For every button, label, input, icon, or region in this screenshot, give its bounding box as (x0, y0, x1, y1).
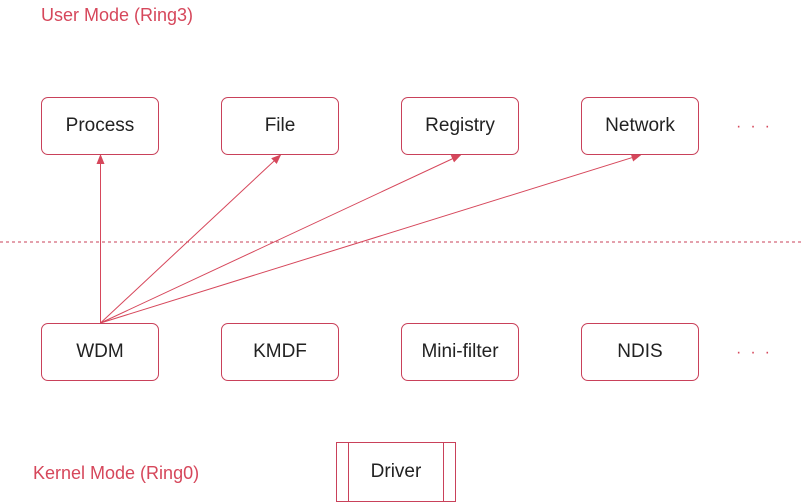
kernel-mode-ellipsis: ··· (736, 344, 779, 361)
network-box[interactable]: Network (581, 97, 699, 155)
ndis-box[interactable]: NDIS (581, 323, 699, 381)
kmdf-box[interactable]: KMDF (221, 323, 339, 381)
driver-legend-box[interactable]: Driver (336, 442, 456, 502)
registry-box[interactable]: Registry (401, 97, 519, 155)
process-box[interactable]: Process (41, 97, 159, 155)
driver-left-bar (348, 443, 349, 501)
user-mode-label: User Mode (Ring3) (41, 5, 194, 25)
driver-label: Driver (370, 461, 422, 482)
arrow-wdm-to-registry (100, 154, 462, 324)
kernel-mode-label: Kernel Mode (Ring0) (33, 463, 200, 483)
user-mode-ellipsis: ··· (736, 118, 779, 135)
mini-filter-box[interactable]: Mini-filter (401, 323, 519, 381)
wdm-box[interactable]: WDM (41, 323, 159, 381)
arrow-wdm-to-file (100, 154, 282, 324)
arrow-wdm-to-network (100, 153, 642, 324)
file-box[interactable]: File (221, 97, 339, 155)
driver-right-bar (443, 443, 444, 501)
